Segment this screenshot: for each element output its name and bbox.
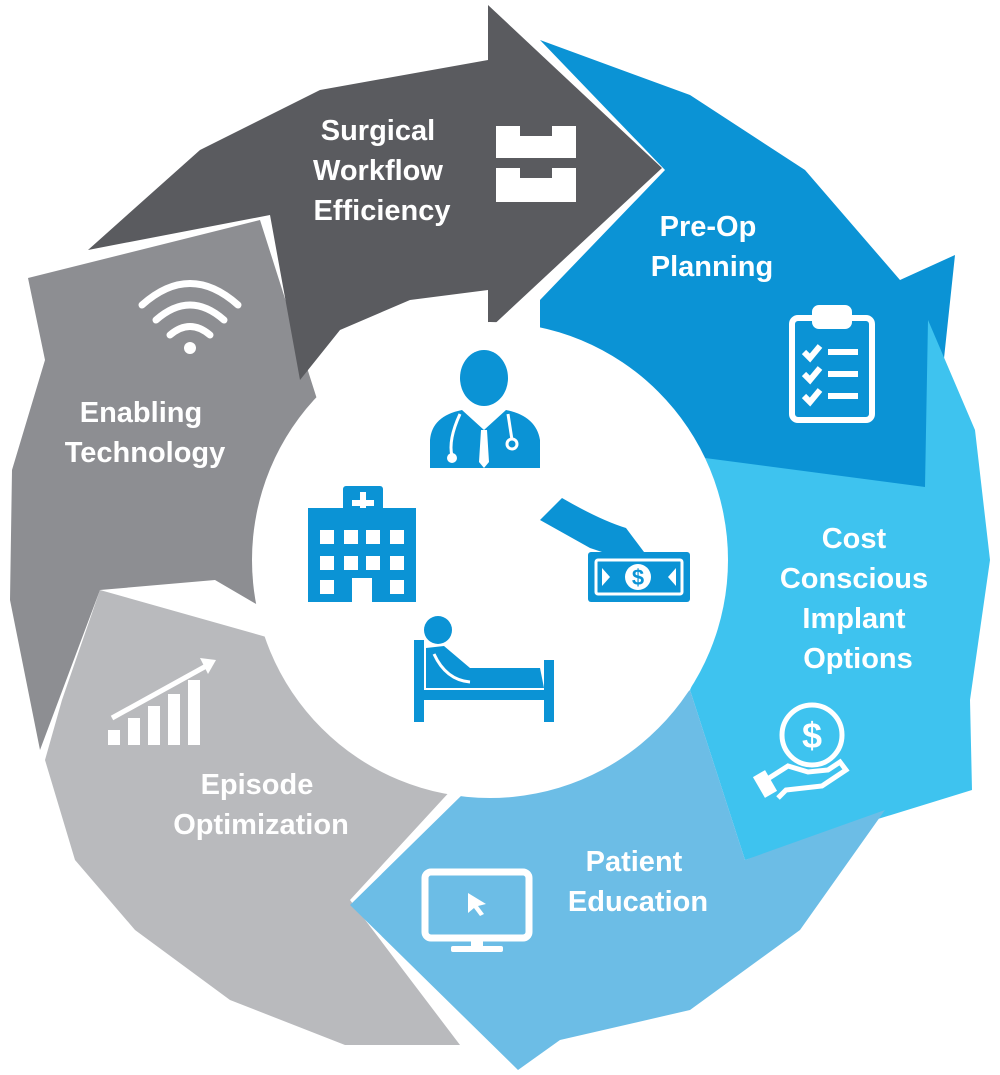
segment-cost-conscious [690, 320, 990, 860]
clipboard-checklist-icon [789, 305, 875, 423]
label-enabling-technology: Enabling Technology [65, 397, 226, 469]
doctor-icon [430, 350, 540, 468]
segment-surgical-workflow [88, 5, 662, 380]
segment-preop-planning [540, 40, 955, 490]
stacked-trays-icon [496, 126, 576, 202]
hand-payment-icon: $ [540, 498, 690, 602]
hospital-icon [308, 486, 416, 602]
label-patient-education: Patient Education [568, 846, 708, 918]
label-cost-conscious: Cost Conscious Implant Options [780, 523, 936, 675]
label-episode-optimization: Episode Optimization [173, 769, 349, 841]
wifi-icon [138, 280, 242, 354]
monitor-cursor-icon [421, 868, 533, 952]
growth-bars-icon [108, 658, 216, 745]
label-surgical-workflow: Surgical Workflow Efficiency [313, 115, 451, 227]
segment-enabling-technology [10, 220, 330, 750]
dollar-hand-icon: $ [752, 702, 850, 800]
segment-episode-optimization [45, 590, 465, 1045]
svg-text:$: $ [632, 565, 644, 590]
segment-patient-education [350, 690, 885, 1070]
svg-text:$: $ [802, 715, 822, 756]
patient-bed-icon [414, 616, 554, 722]
label-preop-planning: Pre-Op Planning [651, 211, 773, 283]
